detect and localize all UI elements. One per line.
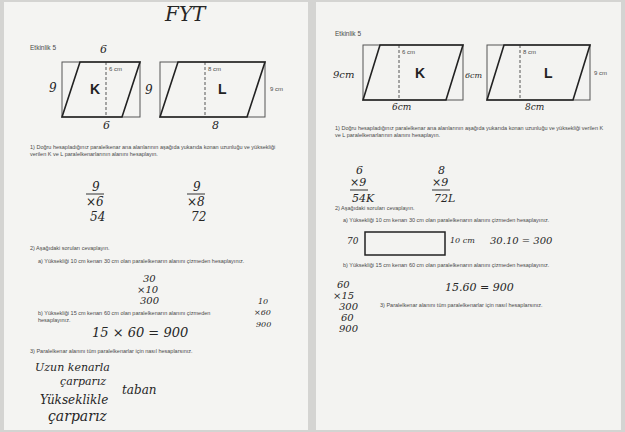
printed-text: 3) Paralelkenar alanını tüm paralelkenar… xyxy=(380,302,610,309)
printed-text: b) Yüksekliği 15 cm kenarı 60 cm olan pa… xyxy=(343,262,613,269)
printed-text: a) Yüksekliği 10 cm kenarı 30 cm olan pa… xyxy=(343,217,608,224)
right-parallelograms xyxy=(363,45,590,100)
handwritten-note: 9 xyxy=(145,84,153,97)
handwritten-note: 9 xyxy=(49,82,57,95)
handwritten-note: 60 xyxy=(337,280,350,291)
sum-line xyxy=(86,194,104,195)
handwritten-note: 900 xyxy=(256,321,271,329)
handwritten-note: 72L xyxy=(434,193,455,205)
handwritten-note: 10 xyxy=(258,298,268,306)
printed-text: 8 cm xyxy=(208,66,221,74)
sum-line xyxy=(432,190,450,191)
shape-letter: K xyxy=(415,65,425,81)
printed-text: 9 cm xyxy=(270,86,283,94)
printed-text: 2) Aşağıdaki soruları cevaplayın. xyxy=(335,205,415,212)
printed-text: 9 cm xyxy=(594,70,607,78)
handwritten-note: 6 xyxy=(103,120,110,132)
handwritten-note: taban xyxy=(122,384,157,397)
handwritten-note: ×9 xyxy=(432,177,448,189)
left-page xyxy=(4,2,308,430)
handwritten-note: 8 xyxy=(438,165,445,177)
handwritten-note: 30 xyxy=(143,274,156,285)
printed-text: 1) Doğru hesapladığınız paralelkenar ana… xyxy=(30,144,292,158)
handwritten-note: 6 xyxy=(356,165,363,177)
printed-text: 6 cm xyxy=(109,66,122,74)
handwritten-note: 70 xyxy=(347,237,358,246)
printed-text: Etkinlik 5 xyxy=(335,30,361,38)
handwritten-note: FYT xyxy=(165,4,205,25)
handwritten-note: çarparız xyxy=(60,376,106,388)
handwritten-note: 6cm xyxy=(392,103,411,112)
handwritten-note: Uzun kenarla xyxy=(35,362,110,374)
handwritten-note: ×9 xyxy=(350,177,366,189)
handwritten-note: 6cm xyxy=(465,72,482,80)
printed-text: 2) Aşağıdaki soruları cevaplayın. xyxy=(30,245,110,252)
handwritten-note: 900 xyxy=(339,324,358,335)
handwritten-note: 30.10 = 300 xyxy=(490,236,552,247)
printed-text: b) Yüksekliği 15 cm kenarı 60 cm olan pa… xyxy=(38,310,238,324)
handwritten-note: 9cm xyxy=(333,70,354,81)
printed-text: Etkinlik 5 xyxy=(30,44,56,52)
handwritten-note: 9 xyxy=(193,181,201,194)
handwritten-note: 54 xyxy=(90,211,105,224)
handwritten-note: 15 × 60 = 900 xyxy=(92,326,188,340)
parallelogram-label: L xyxy=(541,63,556,83)
handwritten-note: 8cm xyxy=(525,103,544,112)
right-page xyxy=(316,2,621,430)
handwritten-note: 300 xyxy=(339,302,358,313)
handwritten-note: 10 cm xyxy=(450,237,475,245)
handwritten-note: ×8 xyxy=(187,196,205,209)
sketched-rectangle xyxy=(365,232,445,255)
handwritten-note: 60 xyxy=(341,313,354,324)
sum-line xyxy=(187,194,205,195)
handwritten-note: 54K xyxy=(352,193,374,205)
shape-letter: K xyxy=(90,81,100,97)
handwritten-note: ×10 xyxy=(137,285,158,296)
sum-line xyxy=(350,190,368,191)
shape-letter: L xyxy=(544,65,553,81)
parallelogram-label: K xyxy=(87,79,103,99)
handwritten-note: ×60 xyxy=(254,309,271,317)
shape-letter: L xyxy=(218,81,227,97)
printed-text: 6 cm xyxy=(402,49,415,57)
parallelogram-label: L xyxy=(215,79,230,99)
parallelogram-label: K xyxy=(412,63,428,83)
handwritten-note: 15.60 = 900 xyxy=(445,282,514,294)
printed-text: 3) Paralelkenar alanını tüm paralelkenar… xyxy=(30,348,292,355)
printed-text: a) Yüksekliği 10 cm kenarı 30 cm olan pa… xyxy=(38,258,293,265)
handwritten-note: 9 xyxy=(92,181,100,194)
handwritten-note: ×6 xyxy=(86,196,104,209)
handwritten-note: 72 xyxy=(191,211,206,224)
right-figure xyxy=(363,45,590,100)
left-parallelograms xyxy=(62,62,265,117)
handwritten-note: Yükseklikle xyxy=(40,394,108,407)
handwritten-note: 6 xyxy=(100,44,107,56)
left-figure xyxy=(62,62,265,117)
handwritten-note: 8 xyxy=(212,120,219,132)
handwritten-note: 300 xyxy=(140,296,159,307)
handwritten-note: çarparız xyxy=(48,409,107,424)
handwritten-note: ×15 xyxy=(333,291,354,302)
printed-text: 1) Doğru hesapladığınız paralelkenar ana… xyxy=(335,125,605,139)
printed-text: 8 cm xyxy=(523,49,536,57)
